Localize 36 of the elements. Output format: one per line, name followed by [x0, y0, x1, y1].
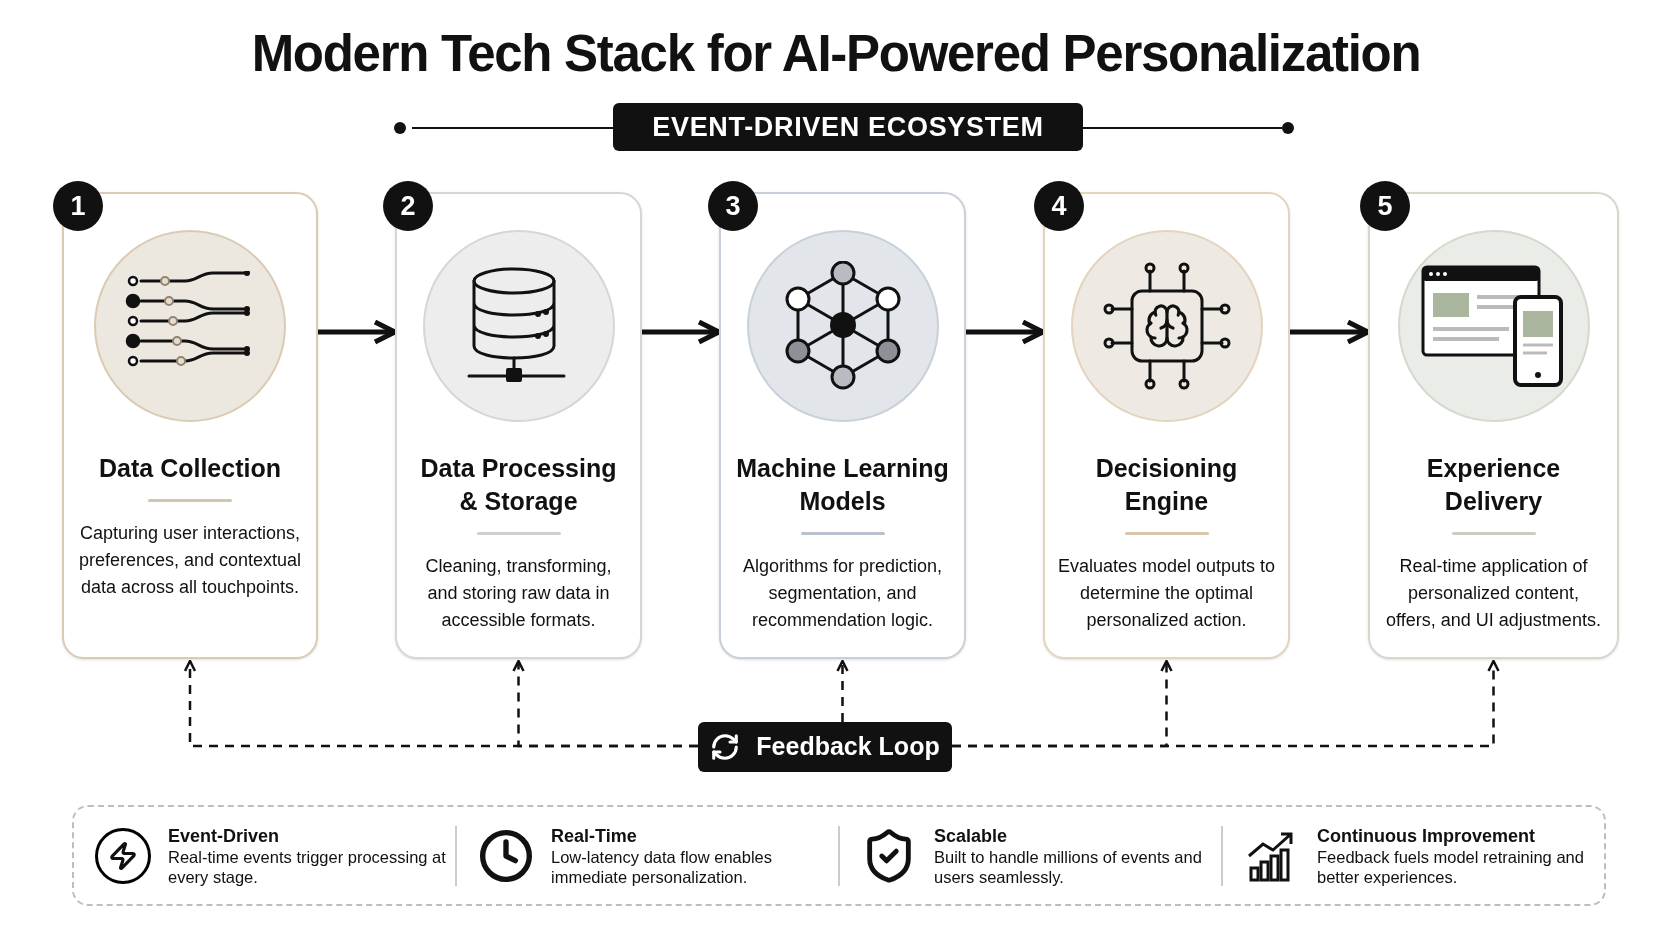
- feature-description: Built to handle millions of events and users seamlessly.: [934, 846, 1203, 887]
- step-number-badge: 4: [1034, 181, 1084, 231]
- feature-description: Feedback fuels model retraining and better experiences.: [1317, 846, 1585, 887]
- feature-heading: Real-Time: [551, 824, 638, 847]
- feedback-loop-badge: [698, 722, 952, 772]
- features-panel: [72, 805, 1606, 906]
- card-description: Cleaning, transforming, and storing raw data in accessible formats.: [424, 555, 613, 632]
- feature-description: Real-time events trigger processing at every stage.: [168, 846, 447, 887]
- stage-card: [719, 192, 966, 659]
- feature-heading: Scalable: [934, 824, 1009, 847]
- card-title: Machine Learning Models: [735, 453, 950, 517]
- stage-card: [395, 192, 642, 659]
- card-description: Capturing user interactions, preferences, and contextual data across all touchpoints.: [77, 522, 303, 599]
- card-title: Decisioning Engine: [1094, 453, 1239, 517]
- dashed-arrow: [952, 659, 1500, 748]
- feature-description: Low-latency data flow enables immediate personalization.: [551, 846, 774, 887]
- dashed-arrow: [836, 659, 849, 722]
- dashed-arrow: [512, 659, 698, 748]
- step-number-badge: 5: [1360, 181, 1410, 231]
- step-number-badge: 1: [53, 181, 103, 231]
- card-description: Real-time application of personalized content, offers, and UI adjustments.: [1385, 555, 1602, 632]
- card-title: Experience Delivery: [1425, 453, 1562, 517]
- step-number-badge: 3: [708, 181, 758, 231]
- stage-card: [1368, 192, 1619, 659]
- title: Modern Tech Stack for AI-Powered Personalization: [250, 24, 1422, 84]
- feature-heading: Continuous Improvement: [1317, 824, 1536, 847]
- feature-heading: Event-Driven: [168, 824, 281, 847]
- stage-card: [1043, 192, 1290, 659]
- card-description: Evaluates model outputs to determine the optimal personalized action.: [1057, 555, 1276, 632]
- stage-card: [62, 192, 318, 659]
- card-title: Data Collection: [99, 453, 281, 484]
- badge-label: Feedback Loop: [756, 731, 940, 763]
- card-title: Data Processing & Storage: [419, 453, 618, 517]
- card-description: Algorithms for prediction, segmentation, and recommendation logic.: [741, 555, 944, 632]
- section-badge: EVENT-DRIVEN ECOSYSTEM: [613, 103, 1083, 151]
- step-number-badge: 2: [383, 181, 433, 231]
